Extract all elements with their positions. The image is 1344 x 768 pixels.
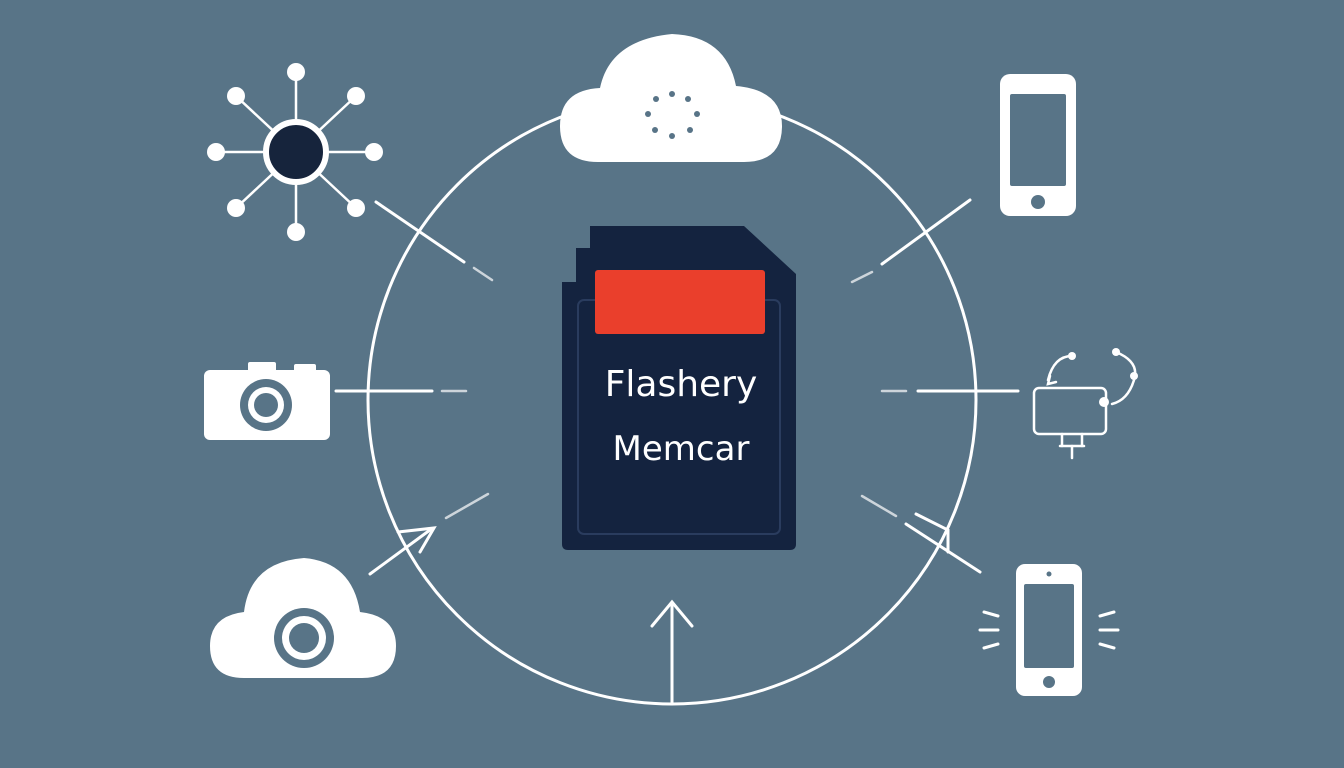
arrow-lower-left xyxy=(396,526,437,554)
cloud-sync-icon xyxy=(560,34,782,162)
sd-card: Flashery Memcar xyxy=(562,226,796,550)
sd-card-label xyxy=(595,270,765,334)
connector-lower-left xyxy=(368,528,432,576)
vibrating-phone-icon xyxy=(978,564,1120,696)
card-subtitle: Memcar xyxy=(613,429,750,469)
connector-upper-right xyxy=(880,198,972,266)
smartphone-icon xyxy=(1000,74,1076,216)
connector-lower-right-dash xyxy=(860,494,898,518)
connector-lower-right xyxy=(904,522,982,574)
connector-upper-right-dash xyxy=(850,270,874,284)
network-hub-icon xyxy=(207,63,383,241)
connector-upper-left-dash xyxy=(472,266,494,282)
cloud-camera-icon xyxy=(210,558,396,678)
camera-icon xyxy=(204,362,330,440)
card-title: Flashery xyxy=(605,364,758,405)
arrow-bottom xyxy=(650,599,694,628)
connector-lower-left-dash xyxy=(444,492,490,520)
arrow-lower-right xyxy=(914,512,950,554)
device-sync-icon xyxy=(1032,348,1138,460)
connector-upper-left xyxy=(374,200,466,264)
connector-lines xyxy=(334,198,1020,706)
